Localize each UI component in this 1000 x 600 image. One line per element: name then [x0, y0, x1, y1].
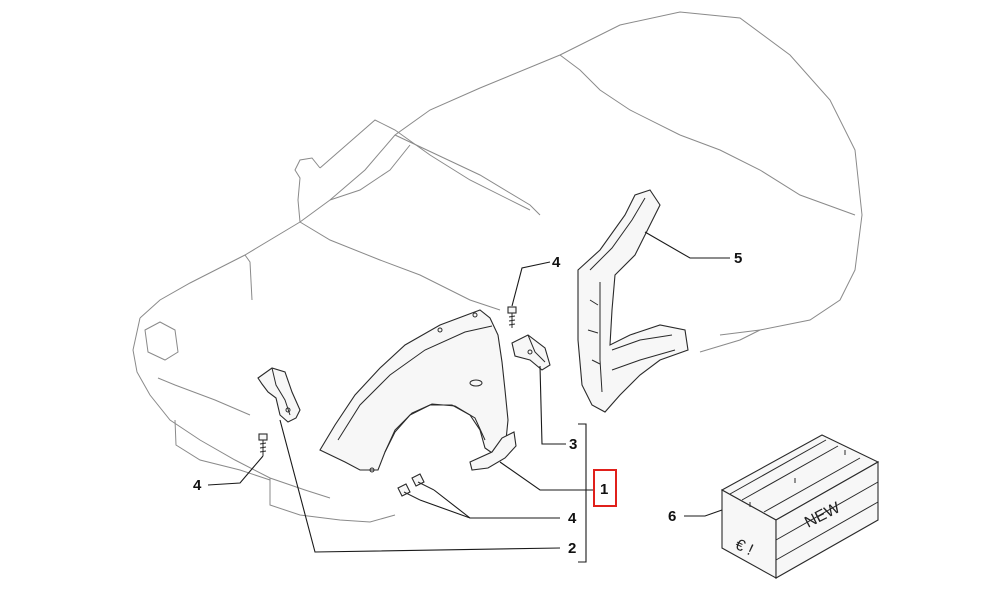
car-outline [132, 11, 863, 523]
callout-4-top[interactable]: 4 [552, 254, 561, 271]
part-fender[interactable] [319, 309, 517, 473]
callout-6[interactable]: 6 [668, 508, 676, 525]
part-bracket-left[interactable] [257, 367, 301, 423]
callout-5[interactable]: 5 [734, 250, 742, 267]
callout-4-bottom[interactable]: 4 [568, 510, 577, 527]
part-crate[interactable]: NEW € ! [720, 434, 880, 579]
callout-3[interactable]: 3 [569, 436, 577, 453]
leader-lines [207, 231, 730, 563]
callout-1-highlight-box [593, 469, 617, 507]
callout-4-left[interactable]: 4 [193, 477, 202, 494]
crate-euro-label: € ! [732, 536, 755, 559]
bolts-bottom[interactable] [397, 473, 435, 501]
screw-left[interactable] [258, 433, 268, 456]
part-bracket-small[interactable] [511, 334, 551, 371]
callout-2[interactable]: 2 [568, 540, 576, 557]
callouts: 4 5 3 1 4 4 2 6 [193, 250, 742, 557]
part-a-pillar[interactable] [577, 189, 689, 413]
callout-1[interactable]: 1 [600, 481, 608, 498]
screw-top[interactable] [507, 306, 517, 328]
